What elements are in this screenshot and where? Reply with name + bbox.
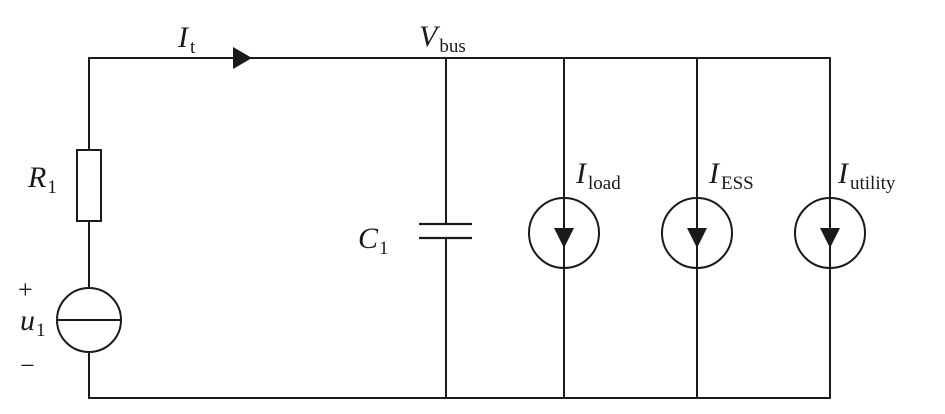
capacitor-c1	[419, 222, 472, 240]
arrow-down-icon	[554, 228, 574, 248]
label-capacitor: C1	[358, 222, 389, 259]
current-source-utility	[794, 197, 866, 269]
source-minus-sign: −	[20, 351, 35, 380]
current-source-load	[528, 197, 600, 269]
current-direction-arrow-icon	[233, 47, 252, 69]
voltage-source-u1	[56, 287, 122, 353]
label-resistor: R1	[27, 161, 57, 198]
arrow-down-icon	[687, 228, 707, 248]
label-source: u1	[20, 304, 46, 341]
source-plus-sign: +	[18, 275, 33, 304]
arrow-down-icon	[820, 228, 840, 248]
resistor-r1	[76, 149, 102, 222]
current-source-ess	[661, 197, 733, 269]
